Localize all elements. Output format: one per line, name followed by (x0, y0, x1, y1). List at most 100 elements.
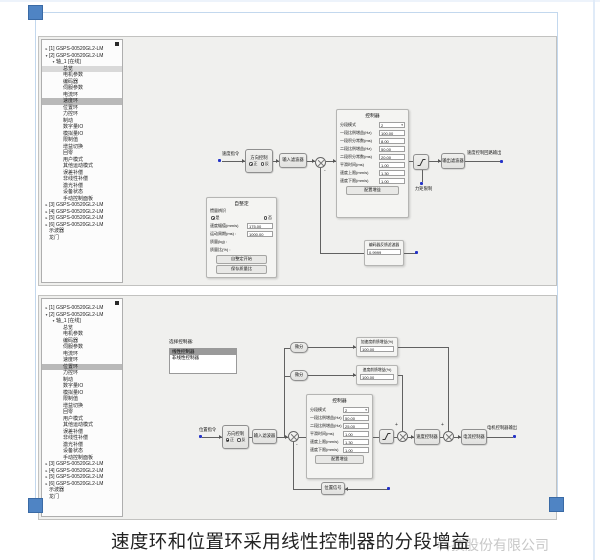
tree-expander-icon[interactable]: ▾ (45, 312, 48, 317)
direction-negative-radio[interactable]: 反 (260, 161, 269, 166)
tree-item[interactable]: ▸[6] GSPS-00520GL2-LM (42, 222, 122, 229)
segment-mode-dropdown[interactable]: 2▾ (379, 121, 405, 128)
tree-item[interactable]: 激光补偿 (42, 183, 122, 190)
controller-option[interactable]: 线性控制器 (170, 349, 236, 356)
tree-item[interactable]: 龙门 (42, 235, 122, 242)
tree-item[interactable]: 位置环 (42, 105, 122, 112)
direction-positive-radio[interactable]: 正 (225, 437, 234, 442)
tree-item[interactable]: 非线性补偿 (42, 435, 122, 442)
tree-item[interactable]: 电机参数 (42, 72, 122, 79)
tree-item[interactable]: 限制值 (42, 137, 122, 144)
tree-item[interactable]: 示波器 (42, 228, 122, 235)
tree-item[interactable]: 模拟量IO (42, 390, 122, 397)
current-controller-block[interactable]: 电流控制器 (461, 429, 487, 445)
param-input[interactable]: 175.00 (247, 222, 273, 229)
tree-expander-icon[interactable]: ▸ (45, 462, 48, 466)
tree-item[interactable]: 用户模式 (42, 416, 122, 423)
tree-expander-icon[interactable]: ▸ (45, 216, 48, 220)
tree-expander-icon[interactable]: ▸ (45, 47, 48, 51)
param-input[interactable]: 25.00 (343, 422, 369, 429)
tree-item[interactable]: 误差补偿 (42, 429, 122, 436)
tree-item[interactable]: 手动控制面板 (42, 196, 122, 203)
tree-item[interactable]: 速度环 (42, 98, 122, 105)
tree-item[interactable]: 伺服参数 (42, 344, 122, 351)
tree-item[interactable]: 数字量IO (42, 124, 122, 131)
position-feedback-block[interactable]: 位置信号 (321, 482, 345, 495)
input-filter-block[interactable]: 输入滤波器 (252, 429, 277, 444)
tree-item[interactable]: ▾轴_1 [在线] (42, 318, 122, 325)
tree-item[interactable]: 编码器 (42, 338, 122, 345)
save-mass-ratio-button[interactable]: 保存质量比 (215, 265, 268, 274)
resize-handle-top-left[interactable] (28, 5, 43, 20)
tree-item[interactable]: 力控环 (42, 370, 122, 377)
tree-expander-icon[interactable]: ▾ (45, 53, 48, 58)
tree-expander-icon[interactable]: ▸ (45, 209, 48, 214)
tree-item[interactable]: ▾轴_1 [在线] (42, 59, 122, 66)
tree-expander-icon[interactable]: ▾ (52, 60, 55, 64)
inertia-no-radio[interactable]: 否 (263, 215, 272, 221)
feedback-filter-input[interactable]: 0.9999 (367, 249, 401, 255)
param-input[interactable]: 1.00 (343, 446, 369, 453)
tree-item[interactable]: 总览 (42, 65, 122, 72)
tree-item[interactable]: 回零 (42, 150, 122, 157)
tree-expander-icon[interactable]: ▸ (45, 475, 48, 479)
inertia-yes-radio[interactable]: 是 (211, 215, 220, 221)
output-filter-block[interactable]: 输出滤波器 (441, 153, 465, 169)
tree-item[interactable]: 总览 (42, 325, 122, 332)
tree-item[interactable]: 电流环 (42, 351, 122, 358)
tree-item[interactable]: 速度环 (42, 357, 122, 364)
tree-item[interactable]: 用户模式 (42, 157, 122, 164)
tree-item[interactable]: 制动 (42, 377, 122, 384)
param-input[interactable]: 100.00 (379, 129, 405, 136)
autotune-start-button[interactable]: 自整定开始 (215, 254, 268, 264)
tree-item[interactable]: ▸[1] GSPS-00520GL2-LM (42, 305, 122, 312)
tree-item[interactable]: 手动控制面板 (42, 455, 122, 462)
tree-item[interactable]: 增益切换 (42, 403, 122, 410)
param-input[interactable]: 1.30 (343, 438, 369, 445)
param-input[interactable]: 1.00 (343, 430, 369, 437)
tree-item[interactable]: 增益切换 (42, 144, 122, 151)
tree-item[interactable]: 伺服参数 (42, 85, 122, 92)
tree-item[interactable]: 制动 (42, 118, 122, 125)
velocity-controller-block[interactable]: 速度控制器 (414, 429, 440, 445)
tree-item[interactable]: 其他运动模式 (42, 422, 122, 429)
param-input[interactable]: 8.00 (379, 137, 405, 144)
tree-item[interactable]: 其他运动模式 (42, 163, 122, 170)
tree-item[interactable]: 编码器 (42, 79, 122, 86)
tree-expander-icon[interactable]: ▸ (45, 222, 48, 227)
tree-item[interactable]: 非线性补偿 (42, 176, 122, 183)
param-input[interactable]: 50.00 (343, 414, 369, 421)
controller-option[interactable]: 非线性控制器 (172, 355, 199, 361)
tree-expander-icon[interactable]: ▸ (45, 481, 48, 486)
tree-item[interactable]: ▸[5] GSPS-00520GL2-LM (42, 215, 122, 222)
tree-item[interactable]: 龙门 (42, 494, 122, 501)
direction-positive-radio[interactable]: 正 (249, 161, 258, 166)
pin-icon[interactable] (115, 301, 119, 305)
tree-item[interactable]: 设备状态 (42, 189, 122, 196)
resize-handle-bottom-right[interactable] (549, 497, 564, 512)
tree-item[interactable]: 误差补偿 (42, 170, 122, 177)
tree-item[interactable]: 示波器 (42, 487, 122, 494)
configure-gain-button[interactable]: 配置增益 (315, 454, 364, 464)
tree-item[interactable]: 设备状态 (42, 448, 122, 455)
tree-item[interactable]: 激光补偿 (42, 442, 122, 449)
tree-item[interactable]: 位置环 (42, 363, 122, 370)
tree-item[interactable]: 电流环 (42, 92, 122, 99)
input-filter-block[interactable]: 输入滤波器 (279, 153, 307, 168)
tree-item[interactable]: 力控环 (42, 111, 122, 118)
param-input[interactable]: 1.00 (379, 161, 405, 168)
saturation-block[interactable] (379, 429, 394, 444)
tree-expander-icon[interactable]: ▸ (45, 306, 48, 310)
tree-item[interactable]: 限制值 (42, 396, 122, 403)
param-input[interactable]: 20.00 (379, 153, 405, 160)
tree-item[interactable]: ▸[3] GSPS-00520GL2-LM (42, 461, 122, 468)
tree-item[interactable]: ▸[4] GSPS-00520GL2-LM (42, 209, 122, 216)
param-input[interactable]: 50.00 (379, 145, 405, 152)
tree-item[interactable]: ▸[6] GSPS-00520GL2-LM (42, 481, 122, 488)
direction-control-block[interactable]: 方向控制 正 反 (222, 425, 249, 449)
tree-item[interactable]: 电机参数 (42, 331, 122, 338)
tree-expander-icon[interactable]: ▾ (52, 319, 55, 323)
tree-item[interactable]: 模拟量IO (42, 131, 122, 138)
direction-negative-radio[interactable]: 反 (237, 437, 246, 442)
tree-item[interactable]: 回零 (42, 409, 122, 416)
